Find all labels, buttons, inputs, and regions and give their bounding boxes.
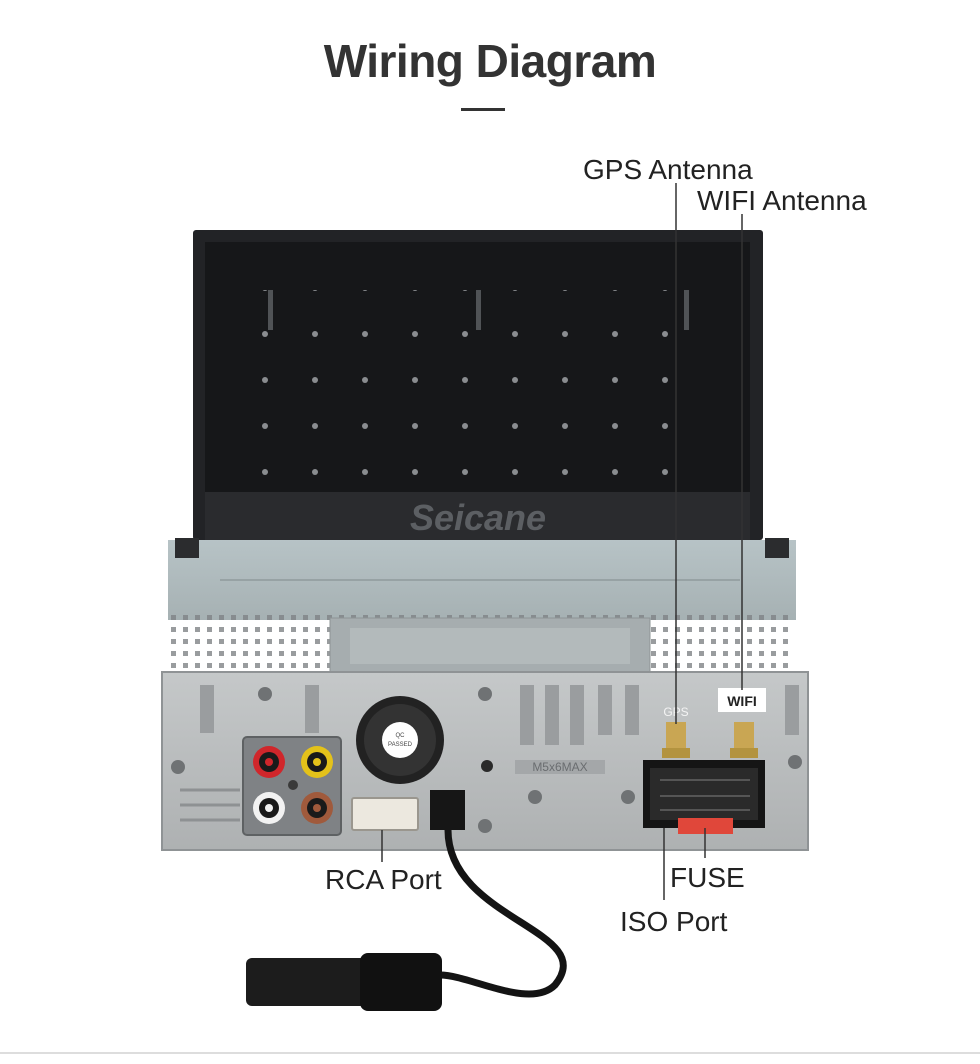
page-title: Wiring Diagram xyxy=(323,35,657,87)
fuse-label: FUSE xyxy=(670,862,745,893)
cable-plug xyxy=(246,790,567,1011)
brand-logo: Seicane xyxy=(410,497,546,538)
wifi-antenna-label: WIFI Antenna xyxy=(697,185,867,216)
iso-port-label: ISO Port xyxy=(620,906,728,937)
rca-port-block xyxy=(242,736,342,836)
top-chassis xyxy=(168,538,796,677)
antenna-connectors: GPS WIFI xyxy=(662,688,766,758)
leader-lines xyxy=(381,183,743,900)
wifi-tag: WIFI xyxy=(727,693,757,709)
rca-port-label: RCA Port xyxy=(325,864,442,895)
iso-connector xyxy=(643,760,765,834)
cooling-fan: QC PASSED xyxy=(356,696,444,784)
white-connector xyxy=(351,797,419,831)
flip-screen: Seicane xyxy=(193,230,763,540)
title-underline xyxy=(461,108,505,111)
fan-sticker-text: PASSED xyxy=(388,742,413,748)
gps-antenna-label: GPS Antenna xyxy=(583,154,753,185)
fan-sticker-text: QC xyxy=(396,733,406,739)
screw-spec-mark: M5x6MAX xyxy=(532,760,587,774)
